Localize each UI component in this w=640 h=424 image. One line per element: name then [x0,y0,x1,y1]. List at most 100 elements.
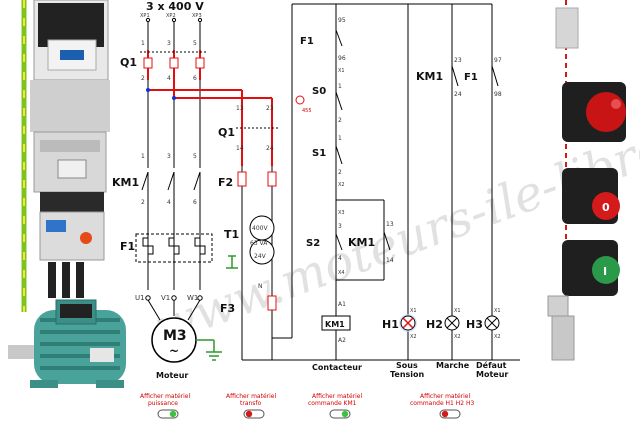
toggle-lamps-label-2: commande H1 H2 H3 [410,400,475,407]
pin-label: 3 [167,153,171,160]
toggle-lamps-knob [441,410,449,418]
toggle-power-label: Afficher matériel [140,393,190,400]
terminal-u1: U1 [135,294,145,302]
terminal-label: X4 [338,270,345,276]
motor-photo [8,299,126,388]
pin-label: X2 [454,334,461,340]
pin-label: 95 [338,17,346,24]
f2-label: F2 [218,176,233,189]
toggle-transfo-label-2: transfo [240,400,262,407]
pin-label: 1 [141,40,145,47]
phase-label: XP2 [166,13,176,19]
neutral-label: N [258,283,263,290]
stop-button-label: 0 [602,201,610,214]
pin-label: 13 [386,221,394,228]
f3-label: F3 [220,302,235,315]
pin-label: 4 [167,75,171,82]
terminal-w1: W1 [187,294,198,302]
pin-label: 5 [193,153,197,160]
pin-label: 6 [193,199,197,206]
f1-power-label: F1 [120,240,135,253]
toggle-transfo-knob [245,410,253,418]
f1-fault-label: F1 [464,72,478,83]
pin-label: 1 [338,83,342,90]
toggle-power-knob [169,410,177,418]
toggle-power-label-2: puissance [148,400,178,407]
toggle-lamps-label: Afficher matériel [420,393,470,400]
s1-label: S1 [312,148,326,159]
pin-label: X1 [410,308,417,314]
pin-label: X2 [494,334,501,340]
emergency-stop-button[interactable] [586,92,626,132]
pin-label: X1 [494,308,501,314]
primary-voltage: 400V [252,225,268,232]
f1-control-label: F1 [300,36,314,47]
km1-aux-label: KM1 [416,70,443,83]
stop-button[interactable] [592,192,620,220]
pin-label: 2 [141,199,145,206]
secondary-voltage: 24V [254,253,267,260]
phase-label: XP1 [140,13,150,19]
motor-tilde: ~ [169,344,179,358]
s0-ref: 455 [302,108,312,114]
supply-label: 3 x 400 V [146,0,204,13]
start-button[interactable] [592,256,620,284]
control-circuit: 95 F1 96 X1 S0 455 1 2 S1 1 2 X2 X3 S2 3… [291,3,508,379]
power-circuit: 3 x 400 V XP1 XP2 XP3 Q1 1 3 5 2 4 6 KM1 [112,0,272,380]
pin-label: 23 [266,105,274,112]
km1-power-label: KM1 [112,176,139,189]
motor-label: M3 [163,328,187,344]
terminal-label: X2 [338,182,345,188]
toggle-km1-group[interactable]: Afficher matériel commande KM1 [308,393,362,419]
terminal-v1: V1 [161,294,170,302]
s0-label: S0 [312,86,326,97]
pin-label: 3 [338,223,342,230]
km1-hold-label: KM1 [348,236,375,249]
pin-label: 2 [338,117,342,124]
q1-label: Q1 [120,56,137,69]
km1-coil-label: KM1 [325,320,345,329]
pin-label: 14 [236,145,244,152]
equipment-photo-buttons: 0 I [547,0,626,361]
lamp-h3-caption-2: Moteur [476,370,508,379]
pin-label: 2 [141,75,145,82]
pin-label: 6 [193,75,197,82]
toggle-lamps-group[interactable]: Afficher matériel commande H1 H2 H3 [410,393,475,419]
pin-label: 4 [338,255,342,262]
toggle-km1-label: Afficher matériel [312,393,362,400]
toggle-transfo-group[interactable]: Afficher matériel transfo [226,393,276,419]
pin-label: 14 [386,257,394,264]
contactor-caption: Contacteur [312,363,362,372]
pin-label: 1 [141,153,145,160]
lamp-h1-caption: Sous [396,361,418,370]
pin-label: X1 [454,308,461,314]
transfo-power: 63 VA [250,240,268,247]
start-button-label: I [603,265,607,278]
pin-label: 24 [266,145,274,152]
pin-label: A1 [338,301,346,308]
lamp-h3-caption: Défaut [476,360,507,370]
equipment-photo-power [30,0,110,298]
pin-label: 13 [236,105,244,112]
toggle-km1-knob [341,410,349,418]
pin-label: 5 [193,40,197,47]
pin-label: 3 [167,40,171,47]
lamp-h1-label: H1 [382,318,399,331]
motor-caption: Moteur [156,371,188,380]
toggle-km1-label-2: commande KM1 [308,400,357,407]
toggle-power-group[interactable]: Afficher matériel puissance [140,393,190,419]
pin-label: X2 [410,334,417,340]
pin-label: 4 [167,199,171,206]
pin-label: 1 [338,135,342,142]
pin-label: A2 [338,337,346,344]
lamp-h1-caption-2: Tension [390,370,425,379]
pin-label: 23 [454,57,462,64]
terminal-label: X3 [338,210,345,216]
pin-label: 98 [494,91,502,98]
toggle-bar: Afficher matériel puissance Afficher mat… [140,393,475,419]
transfo-circuit: 13 23 Q1 14 24 F2 T1 400V 63 VA 24V N F3 [218,90,520,361]
phase-label: XP3 [192,13,202,19]
lamp-h2-caption: Marche [436,361,470,370]
